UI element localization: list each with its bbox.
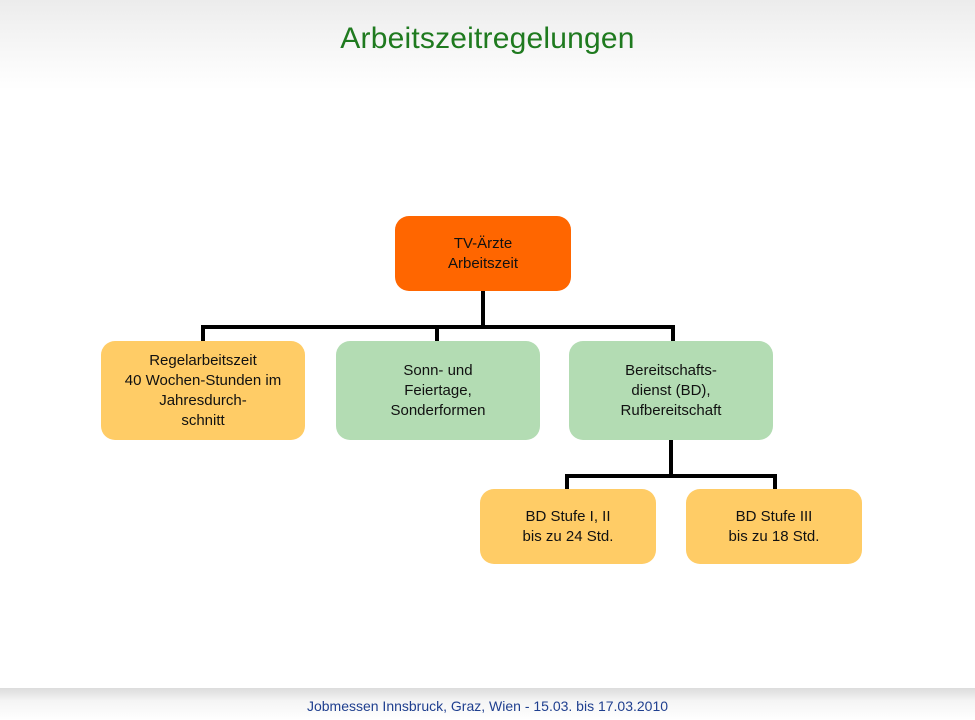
node-label: BD Stufe I, II bis zu 24 Std.: [522, 507, 614, 545]
node-bd-stufe-3: BD Stufe III bis zu 18 Std.: [686, 489, 862, 564]
node-label: Bereitschafts- dienst (BD), Rufbereitsch…: [620, 361, 722, 419]
node-regelarbeitszeit: Regelarbeitszeit 40 Wochen-Stunden im Ja…: [101, 341, 305, 440]
node-label: Sonn- und Feiertage, Sonderformen: [390, 361, 486, 419]
slide-title: Arbeitszeitregelungen: [340, 22, 635, 55]
node-label: BD Stufe III bis zu 18 Std.: [728, 507, 820, 545]
header-band: [0, 0, 975, 90]
node-sonn-und-feiertage: Sonn- und Feiertage, Sonderformen: [336, 341, 540, 440]
node-tv-aerzte-arbeitszeit: TV-Ärzte Arbeitszeit: [395, 216, 571, 291]
node-label: Regelarbeitszeit 40 Wochen-Stunden im Ja…: [124, 351, 282, 429]
node-bd-stufe-1-2: BD Stufe I, II bis zu 24 Std.: [480, 489, 656, 564]
node-label: TV-Ärzte Arbeitszeit: [447, 234, 519, 272]
node-bereitschaftsdienst: Bereitschafts- dienst (BD), Rufbereitsch…: [569, 341, 773, 440]
connector-bd-to-level2: [565, 438, 777, 492]
footer-text: Jobmessen Innsbruck, Graz, Wien - 15.03.…: [306, 698, 669, 714]
connector-root-to-level1: [201, 288, 675, 344]
footer-band: [0, 688, 975, 720]
